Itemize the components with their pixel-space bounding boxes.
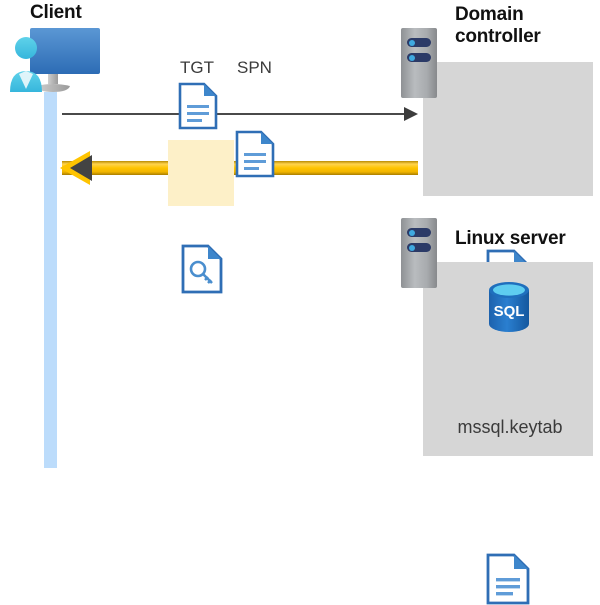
rack-bay-2 [407,53,431,62]
server-rack-icon [401,218,437,288]
domain-controller-title: Domain controller [455,4,595,48]
domain-controller-title-line1: Domain [455,4,524,25]
domain-controller-title-line2: controller [455,26,541,47]
keytab-filename-label: mssql.keytab [457,417,563,437]
response-highlight-box [168,140,234,206]
client-title: Client [30,2,82,23]
domain-controller-panel [423,62,593,196]
request-arrowhead-icon [404,107,418,121]
linux-server-title: Linux server [455,228,566,249]
rack-bay-1 [407,38,431,47]
response-arrowhead-icon [70,155,92,181]
request-connector-line [62,113,414,115]
document-icon [178,82,600,130]
rack-bay-1 [407,228,431,237]
svg-text:SQL: SQL [494,303,525,320]
document-icon [235,130,600,178]
sql-database-icon: SQL [483,280,535,341]
rack-bay-2 [407,243,431,252]
client-lifeline [44,92,57,468]
key-document-icon [181,244,600,294]
client-user-monitor-icon [6,26,102,98]
spn-label: SPN [237,58,272,77]
server-rack-icon [401,28,437,98]
tgt-label: TGT [180,58,214,77]
keytab-document-icon [486,553,600,605]
